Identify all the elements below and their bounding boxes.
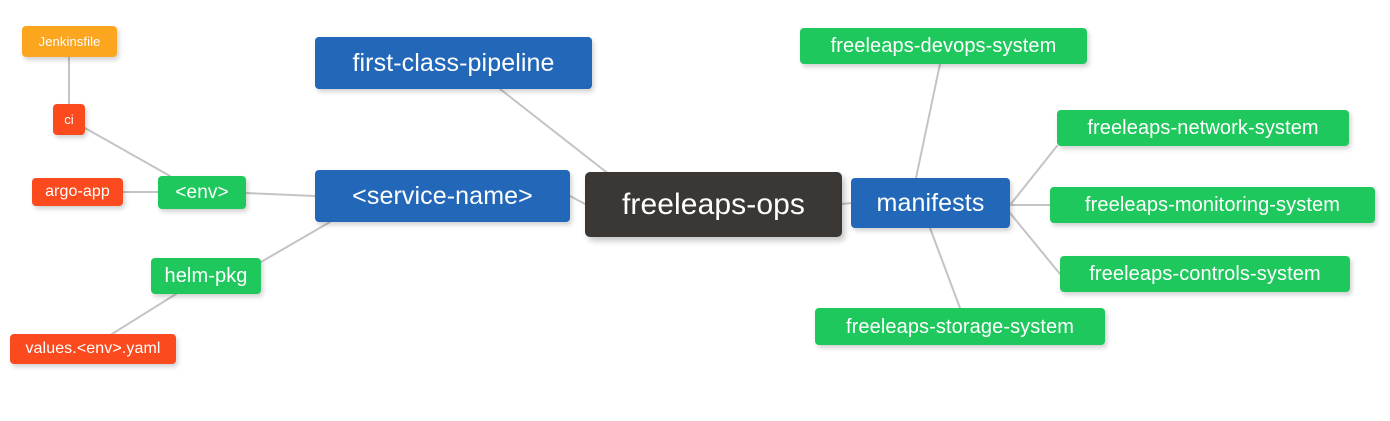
edge-manifests-to-devops-system (915, 63, 941, 179)
mindmap-node-devops-system[interactable]: freeleaps-devops-system (800, 28, 1087, 64)
edge-root-to-first-class-pipeline (499, 88, 611, 176)
edge-root-to-service-name (569, 195, 586, 205)
mindmap-node-monitoring-system[interactable]: freeleaps-monitoring-system (1050, 187, 1375, 223)
mindmap-node-env[interactable]: <env> (158, 176, 246, 209)
mindmap-node-network-system[interactable]: freeleaps-network-system (1057, 110, 1349, 146)
mindmap-node-ci[interactable]: ci (53, 104, 85, 135)
mindmap-node-argo-app[interactable]: argo-app (32, 178, 123, 206)
edge-manifests-to-storage-system (929, 227, 961, 309)
edge-env-to-ci (84, 127, 171, 177)
edge-helm-pkg-to-values-yaml (111, 293, 177, 335)
mindmap-node-service-name[interactable]: <service-name> (315, 170, 570, 222)
edge-root-to-manifests (841, 202, 852, 205)
mindmap-node-jenkinsfile[interactable]: Jenkinsfile (22, 26, 117, 57)
mindmap-node-helm-pkg[interactable]: helm-pkg (151, 258, 261, 294)
mindmap-node-storage-system[interactable]: freeleaps-storage-system (815, 308, 1105, 345)
mindmap-node-values-yaml[interactable]: values.<env>.yaml (10, 334, 176, 364)
mindmap-node-manifests[interactable]: manifests (851, 178, 1010, 228)
mindmap-node-first-class-pipeline[interactable]: first-class-pipeline (315, 37, 592, 89)
edge-service-name-to-helm-pkg (260, 221, 331, 263)
mindmap-node-root[interactable]: freeleaps-ops (585, 172, 842, 237)
mindmap-node-controls-system[interactable]: freeleaps-controls-system (1060, 256, 1350, 292)
edge-service-name-to-env (245, 192, 316, 197)
